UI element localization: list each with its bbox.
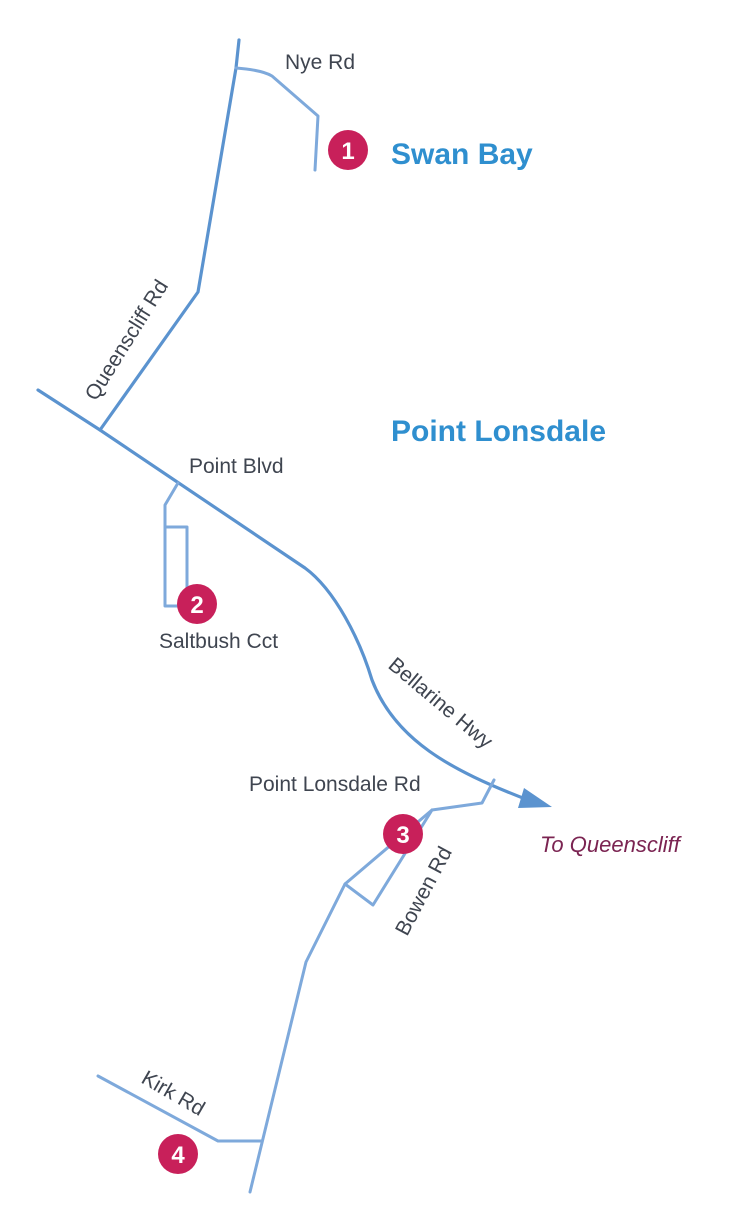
marker-1-circle bbox=[328, 130, 368, 170]
marker-4-number: 4 bbox=[171, 1142, 185, 1169]
kirk-rd-label: Kirk Rd bbox=[138, 1066, 209, 1120]
swan-bay-label: Swan Bay bbox=[391, 138, 533, 171]
marker-3-number: 3 bbox=[396, 822, 409, 849]
point-blvd-label: Point Blvd bbox=[189, 455, 284, 478]
point-lonsdale-rd-label: Point Lonsdale Rd bbox=[249, 773, 421, 796]
marker-2-circle bbox=[177, 584, 217, 624]
marker-3[interactable]: 3 bbox=[383, 814, 423, 854]
to-queenscliff-label: To Queenscliff bbox=[540, 832, 683, 857]
marker-4[interactable]: 4 bbox=[158, 1134, 198, 1174]
marker-1[interactable]: 1 bbox=[328, 130, 368, 170]
nye-rd-label: Nye Rd bbox=[285, 51, 355, 74]
saltbush-cct-line bbox=[163, 481, 189, 608]
saltbush-cct-label: Saltbush Cct bbox=[159, 630, 278, 653]
nye-rd-line bbox=[234, 66, 320, 172]
marker-2[interactable]: 2 bbox=[177, 584, 217, 624]
kirk-rd-line bbox=[96, 1074, 264, 1143]
marker-1-number: 1 bbox=[341, 138, 354, 165]
bellarine-hwy-label: Bellarine Hwy bbox=[384, 653, 498, 753]
point-lonsdale-label: Point Lonsdale bbox=[391, 415, 606, 448]
bellarine-hwy-line bbox=[36, 388, 530, 802]
point-lonsdale-rd-line bbox=[248, 778, 496, 1194]
queenscliff-rd-line bbox=[98, 38, 241, 432]
marker-3-circle bbox=[383, 814, 423, 854]
to-queenscliff-arrow-icon bbox=[518, 788, 552, 808]
marker-4-circle bbox=[158, 1134, 198, 1174]
marker-2-number: 2 bbox=[190, 592, 203, 619]
queenscliff-rd-label: Queenscliff Rd bbox=[81, 276, 173, 405]
